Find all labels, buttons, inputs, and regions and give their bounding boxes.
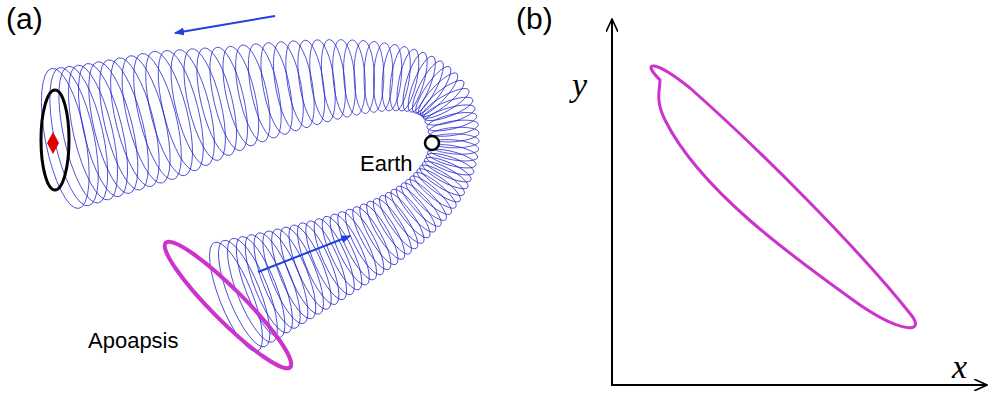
tube-section xyxy=(364,41,384,112)
tube-section xyxy=(298,216,354,304)
tube-section xyxy=(227,231,295,343)
flow-arrow xyxy=(175,16,275,33)
tube-section xyxy=(272,222,332,319)
red-diamond xyxy=(47,132,59,154)
tube-section xyxy=(68,59,137,201)
tube-section xyxy=(268,39,309,133)
tube-section xyxy=(323,210,376,290)
tube-section xyxy=(419,84,473,124)
tube-section xyxy=(112,51,180,187)
tube-section xyxy=(245,228,309,334)
tube-section xyxy=(32,65,98,213)
tube-section xyxy=(416,160,468,200)
tube-section xyxy=(305,38,339,123)
tube-section xyxy=(331,207,384,284)
tube-section xyxy=(391,181,441,236)
tube-section xyxy=(290,218,347,309)
tube-section xyxy=(101,53,170,191)
tube-section xyxy=(318,38,349,120)
tube-section xyxy=(229,42,277,145)
tube-section xyxy=(90,55,159,194)
tube-section xyxy=(353,40,376,114)
tube-section xyxy=(189,44,245,159)
tube-section xyxy=(407,57,449,116)
tube-section xyxy=(216,43,266,149)
tube-section xyxy=(393,47,424,112)
tube-section xyxy=(281,39,320,130)
body-label: Earth xyxy=(360,153,413,175)
tube-section xyxy=(315,212,369,294)
tube-section xyxy=(40,64,108,210)
tube-section xyxy=(263,224,324,323)
tube-section xyxy=(236,230,302,338)
tube-section xyxy=(307,214,362,299)
projection-ellipse xyxy=(651,66,915,328)
tube-section xyxy=(202,44,255,154)
tube-section xyxy=(398,50,432,114)
y-axis xyxy=(611,20,613,386)
tube-section xyxy=(218,233,288,348)
point-label: Apoapsis xyxy=(88,330,179,352)
tube-section xyxy=(199,236,273,357)
tube-section xyxy=(208,235,280,353)
tube-section xyxy=(293,38,329,126)
panel-label: (b) xyxy=(516,4,553,34)
tube-section xyxy=(136,47,202,180)
axis-label: y xyxy=(572,68,587,102)
tube-section xyxy=(255,40,299,137)
tube-section xyxy=(379,44,404,112)
earth-symbol xyxy=(425,136,439,150)
panel-label: (a) xyxy=(6,4,43,34)
tube-section xyxy=(175,45,233,164)
flow-arrow xyxy=(258,236,350,272)
tube-section xyxy=(149,46,213,174)
tube-section xyxy=(396,178,446,231)
apoapsis-ellipse xyxy=(154,231,301,378)
tube-section xyxy=(281,220,340,314)
tube-section xyxy=(422,153,474,187)
end-ellipse xyxy=(41,90,69,190)
tube-section xyxy=(380,188,430,248)
axis-label: x xyxy=(952,350,967,384)
tube-section xyxy=(386,45,414,112)
tube-section xyxy=(372,42,394,112)
tube-section xyxy=(413,68,462,120)
x-axis xyxy=(611,384,986,386)
tube-section xyxy=(421,93,475,126)
tube-section xyxy=(423,101,477,129)
